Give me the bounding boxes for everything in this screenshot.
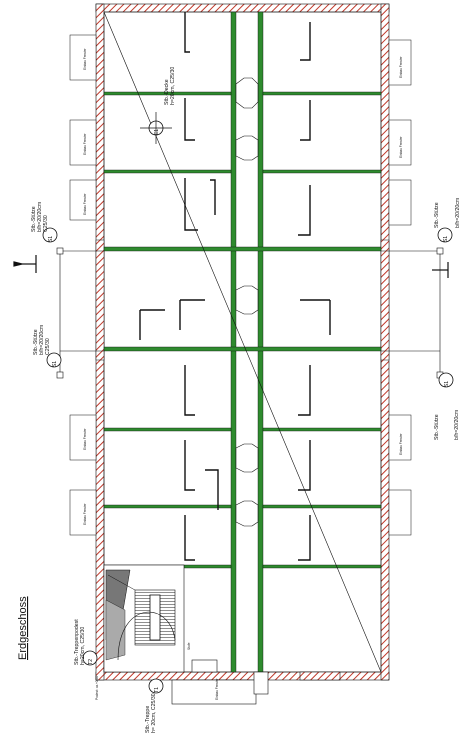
marker-s1-mid-left [46, 352, 62, 368]
stuetze-top-left-line2: b/h=20/20cm [37, 202, 43, 232]
marker-e1-label: E1 [154, 129, 160, 135]
beam-label: Einbau Fenster [83, 427, 87, 450]
marker-t2-label: T2 [88, 659, 94, 665]
marker-t1 [148, 678, 164, 694]
marker-s1-bottom-right [438, 372, 454, 388]
stuetze-top-left-line1: Stb.-Stütze [31, 206, 37, 232]
decke-arrows [140, 112, 172, 144]
element-labels: Stb.-Stütze b/h=20/20cm C25/30 Stb.-Stüt… [31, 67, 461, 733]
stuetze-bottom-right-line2: b/h=20/20cm [454, 410, 460, 440]
treppenpodest-line2: h=20cm, C25/30 [80, 627, 86, 665]
beam-label: Einbau Fenster [399, 135, 403, 158]
marker-s1-label: S1 [443, 236, 449, 242]
marker-labels: S1 S1 S1 S1 E1 T1 T2 [48, 129, 450, 693]
marker-s1-label: S1 [444, 381, 450, 387]
stair-label: Stufe [187, 642, 191, 650]
window-note: Einbau Fenster [215, 677, 219, 700]
beam-labels: Einbau Fenster Einbau Fenster Einbau Fen… [83, 47, 403, 525]
stuetze-mid-left-line2: b/h=20/20cm [39, 325, 45, 355]
wall-openings [235, 77, 259, 527]
treppe-line2: h= 20cm, C25/30 [151, 693, 157, 733]
treppenpodest-line1: Stb.-Treppenpodest [74, 619, 80, 665]
beam-label: Einbau Fenster [83, 502, 87, 525]
entrance [171, 659, 341, 705]
staircase [103, 564, 185, 673]
beam-label: Einbau Fenster [399, 55, 403, 78]
beam-label: Einbau Fenster [83, 132, 87, 155]
beam-label: Einbau Fenster [399, 432, 403, 455]
beam-label: Einbau Fenster [83, 192, 87, 215]
beam-label: Einbau Fenster [83, 47, 87, 70]
beam-label-boxes [69, 34, 412, 536]
treppe-line1: Stb.-Treppe [145, 706, 151, 733]
stair-note: Podest: ca.+0.50 [95, 676, 99, 700]
green-walls [103, 11, 382, 673]
stuetze-mid-left-line1: Stb.-Stütze [33, 329, 39, 355]
decke-line1: Stb.-Decke [164, 79, 170, 105]
marker-t1-label: T1 [154, 687, 160, 693]
marker-t2 [82, 650, 98, 666]
stuetze-bottom-right-line1: Stb.-Stütze [434, 414, 440, 440]
marker-s1-top-right [437, 227, 453, 243]
marker-s1-label: S1 [48, 236, 54, 242]
marker-s1-top-left [42, 227, 58, 243]
section-markers [13, 255, 449, 278]
marker-s1-label: S1 [52, 361, 58, 367]
stuetze-mid-left-line3: C25/30 [45, 338, 51, 355]
slab-diagonals [59, 11, 441, 673]
stuetze-top-right-line1: Stb.-Stütze [434, 202, 440, 228]
stuetze-top-left-line3: C25/30 [43, 215, 49, 232]
decke-line2: h=20cm, C25/30 [170, 67, 176, 105]
gable-walls [95, 239, 390, 361]
partition-walls [139, 12, 331, 561]
stuetze-top-right-line2: b/h=20/20cm [455, 198, 461, 228]
page-title: Erdgeschoss [17, 596, 29, 660]
